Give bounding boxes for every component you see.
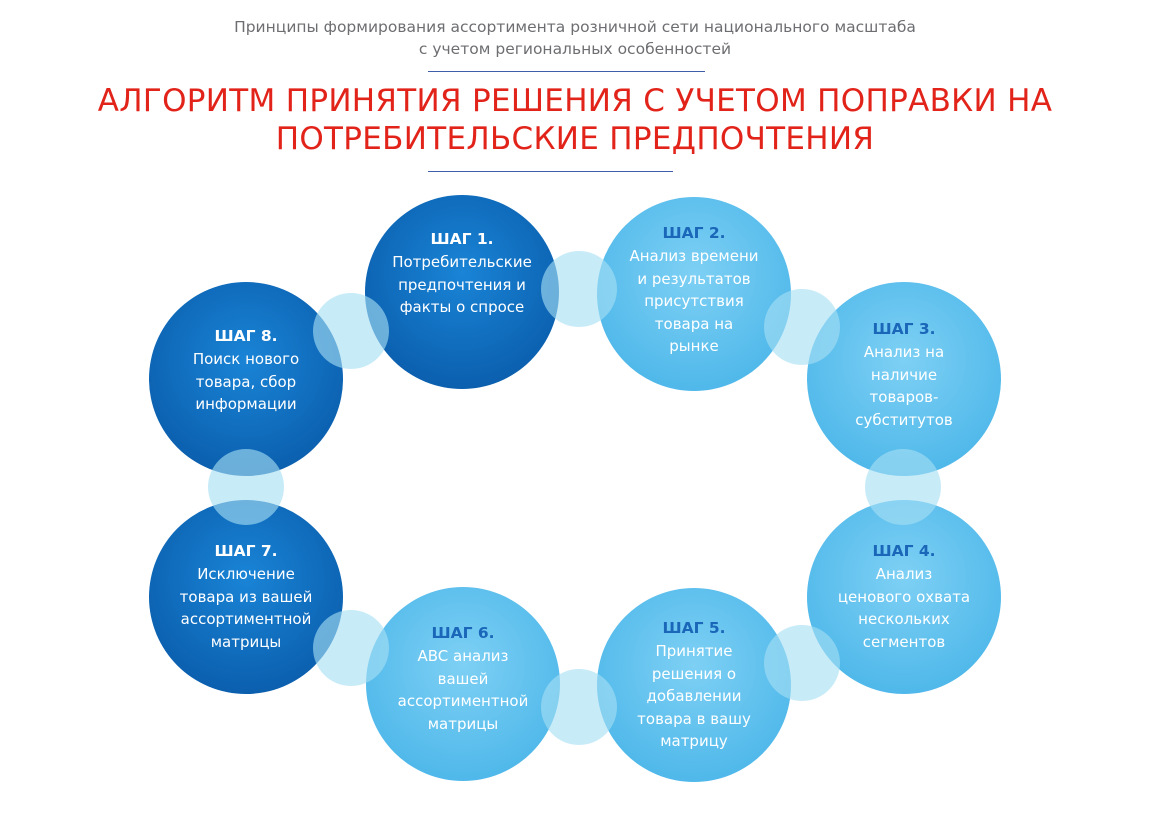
connector-circle-6: [313, 610, 389, 686]
step-8-label: ШАГ 8. Поиск нового товара, сбор информац…: [156, 325, 336, 416]
connector-circle-1: [541, 251, 617, 327]
connector-circle-5: [541, 669, 617, 745]
step-8-heading: ШАГ 8.: [214, 327, 278, 345]
step-4-description: Анализ ценового охвата нескольких сегмен…: [837, 565, 971, 651]
subtitle: Принципы формирования ассортимента розни…: [0, 16, 1150, 60]
connector-circle-2: [764, 289, 840, 365]
step-3-description: Анализ на наличие товаров- субститутов: [855, 343, 953, 429]
step-6-description: ABC анализ вашей ассортиментной матрицы: [397, 647, 529, 733]
step-7-description: Исключение товара из вашей ассортиментно…: [179, 565, 313, 651]
title-line-1: АЛГОРИТМ ПРИНЯТИЯ РЕШЕНИЯ С УЧЕТОМ ПОПРА…: [97, 83, 1053, 119]
step-1-label: ШАГ 1. Потребительские предпочтения и фак…: [372, 228, 552, 319]
step-6-circle: [366, 587, 560, 781]
step-3-heading: ШАГ 3.: [872, 320, 936, 338]
connector-circle-8: [313, 293, 389, 369]
step-8-description: Поиск нового товара, сбор информации: [192, 350, 300, 413]
page-title: АЛГОРИТМ ПРИНЯТИЯ РЕШЕНИЯ С УЧЕТОМ ПОПРА…: [0, 82, 1150, 158]
step-1-heading: ШАГ 1.: [430, 230, 494, 248]
step-1-description: Потребительские предпочтения и факты о с…: [392, 253, 532, 316]
subtitle-line-2: с учетом региональных особенностей: [418, 40, 732, 58]
step-2-label: ШАГ 2. Анализ времени и результатов прису…: [604, 222, 784, 358]
step-6-label: ШАГ 6. ABC анализ вашей ассортиментной ма…: [373, 622, 553, 735]
top-divider: [428, 71, 705, 72]
step-7-circle: [149, 500, 343, 694]
step-4-circle: [807, 500, 1001, 694]
title-divider: [428, 171, 673, 172]
step-5-circle: [597, 588, 791, 782]
connector-circle-4: [764, 625, 840, 701]
step-5-label: ШАГ 5. Принятие решения о добавлении това…: [604, 617, 784, 753]
connector-circle-7: [208, 449, 284, 525]
step-2-circle: [597, 197, 791, 391]
title-line-2: ПОТРЕБИТЕЛЬСКИЕ ПРЕДПОЧТЕНИЯ: [275, 121, 875, 157]
step-4-label: ШАГ 4. Анализ ценового охвата нескольких …: [814, 540, 994, 653]
step-5-heading: ШАГ 5.: [662, 619, 726, 637]
step-5-description: Принятие решения о добавлении товара в в…: [637, 642, 751, 750]
step-7-heading: ШАГ 7.: [214, 542, 278, 560]
step-1-circle: [365, 195, 559, 389]
step-2-heading: ШАГ 2.: [662, 224, 726, 242]
step-4-heading: ШАГ 4.: [872, 542, 936, 560]
connector-circle-3: [865, 449, 941, 525]
step-6-heading: ШАГ 6.: [431, 624, 495, 642]
step-2-description: Анализ времени и результатов присутствия…: [629, 247, 759, 355]
step-3-label: ШАГ 3. Анализ на наличие товаров- субстит…: [814, 318, 994, 431]
step-7-label: ШАГ 7. Исключение товара из вашей ассорти…: [156, 540, 336, 653]
subtitle-line-1: Принципы формирования ассортимента розни…: [234, 18, 916, 36]
step-3-circle: [807, 282, 1001, 476]
step-8-circle: [149, 282, 343, 476]
